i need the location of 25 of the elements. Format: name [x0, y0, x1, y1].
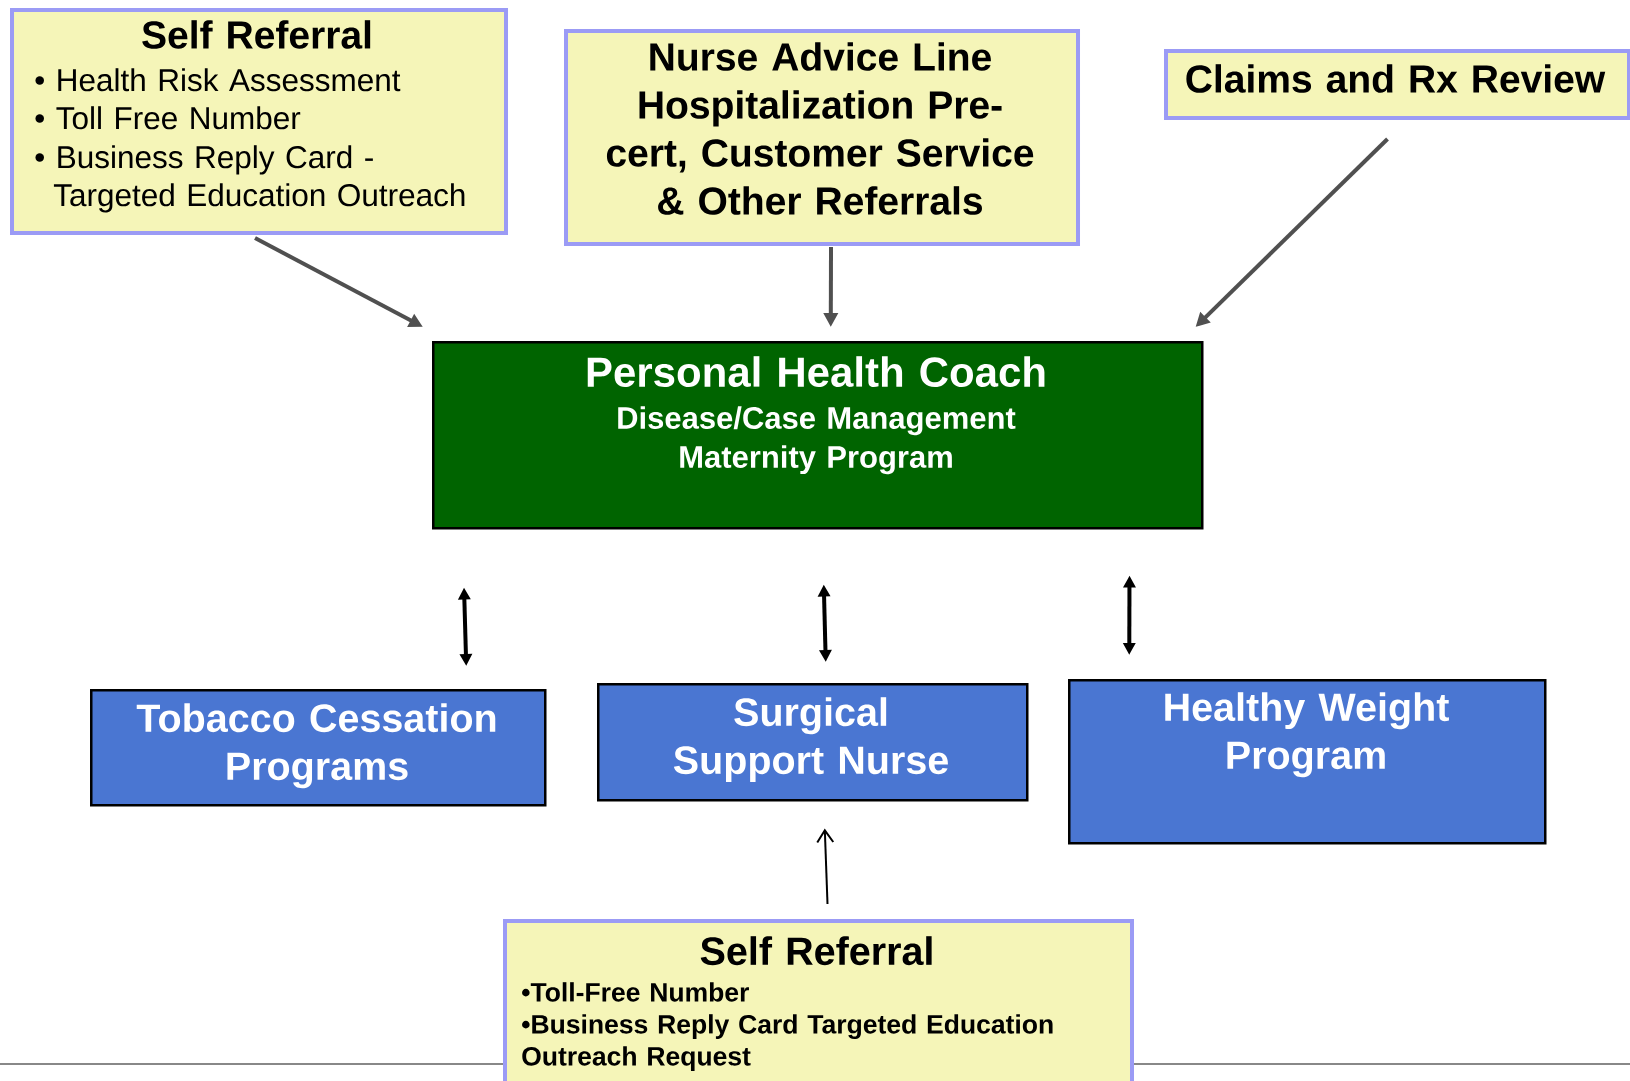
- program-box: [597, 683, 1029, 802]
- bullet-item: •Toll-Free Number: [522, 982, 749, 1002]
- bullet-item: • Health Risk Assessment: [35, 68, 401, 92]
- referral-box: [1164, 49, 1630, 120]
- box-heading: Self Referral: [700, 936, 932, 966]
- box-heading: Tobacco Cessation Programs: [136, 703, 496, 789]
- box-text: Hospitalization Pre-cert, Customer Service & Other Referrals: [606, 90, 1034, 215]
- referral-box: [10, 8, 508, 235]
- referral-box: [503, 919, 1134, 1081]
- box-heading: Nurse Advice Line: [650, 42, 991, 71]
- box-text: Maternity Program: [680, 445, 952, 475]
- box-heading: Self Referral: [142, 20, 371, 49]
- program-box: [90, 689, 547, 807]
- box-heading: Claims and Rx Review: [1186, 64, 1606, 93]
- box-heading: Healthy Weight Program: [1165, 692, 1449, 778]
- program-box: [1068, 679, 1547, 845]
- bullet-item: •Business Reply Card Targeted Education Outreach Request: [522, 1014, 1053, 1071]
- referral-box: [564, 29, 1080, 246]
- bullet-item: • Toll Free Number: [35, 106, 301, 130]
- bullet-item: • Business Reply Card - Targeted Education Outreach: [35, 145, 465, 213]
- box-heading: Personal Health Coach: [587, 356, 1045, 388]
- arrow: [816, 828, 835, 905]
- box-heading: Surgical Support Nurse: [673, 697, 948, 782]
- box-text: Disease/Case Management: [618, 406, 1016, 436]
- coach-box: [432, 341, 1204, 530]
